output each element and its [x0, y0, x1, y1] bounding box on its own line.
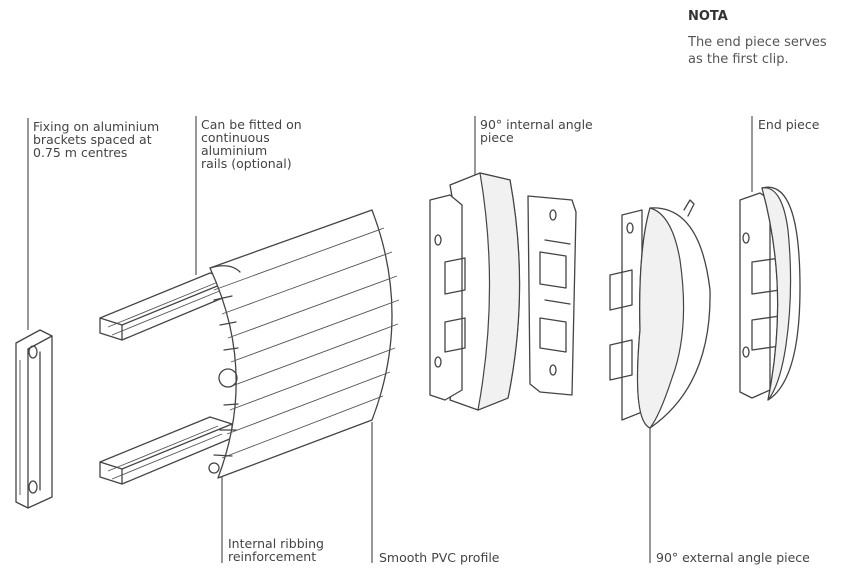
end-piece — [739, 186, 801, 401]
label-end-piece: End piece — [758, 117, 820, 132]
upper-rail — [99, 272, 233, 341]
internal-angle-piece — [429, 172, 577, 411]
external-angle-piece — [609, 199, 711, 429]
label-internal-ribbing: Internal ribbing reinforcement — [228, 536, 324, 564]
lower-rail — [99, 416, 233, 485]
label-continuous-rails: Can be fitted on continuous aluminium ra… — [201, 117, 302, 171]
label-fixing-brackets: Fixing on aluminium brackets spaced at 0… — [33, 119, 160, 160]
label-smooth-pvc-profile: Smooth PVC profile — [379, 550, 500, 565]
label-internal-angle-piece: 90° internal angle piece — [480, 117, 593, 145]
nota-title: NOTA — [688, 9, 728, 24]
pvc-profile — [208, 209, 400, 479]
aluminium-bracket — [15, 329, 53, 509]
label-external-angle-piece: 90° external angle piece — [656, 550, 810, 565]
leader-lines — [27, 116, 753, 563]
nota-text: The end piece serves as the first clip. — [688, 35, 827, 67]
